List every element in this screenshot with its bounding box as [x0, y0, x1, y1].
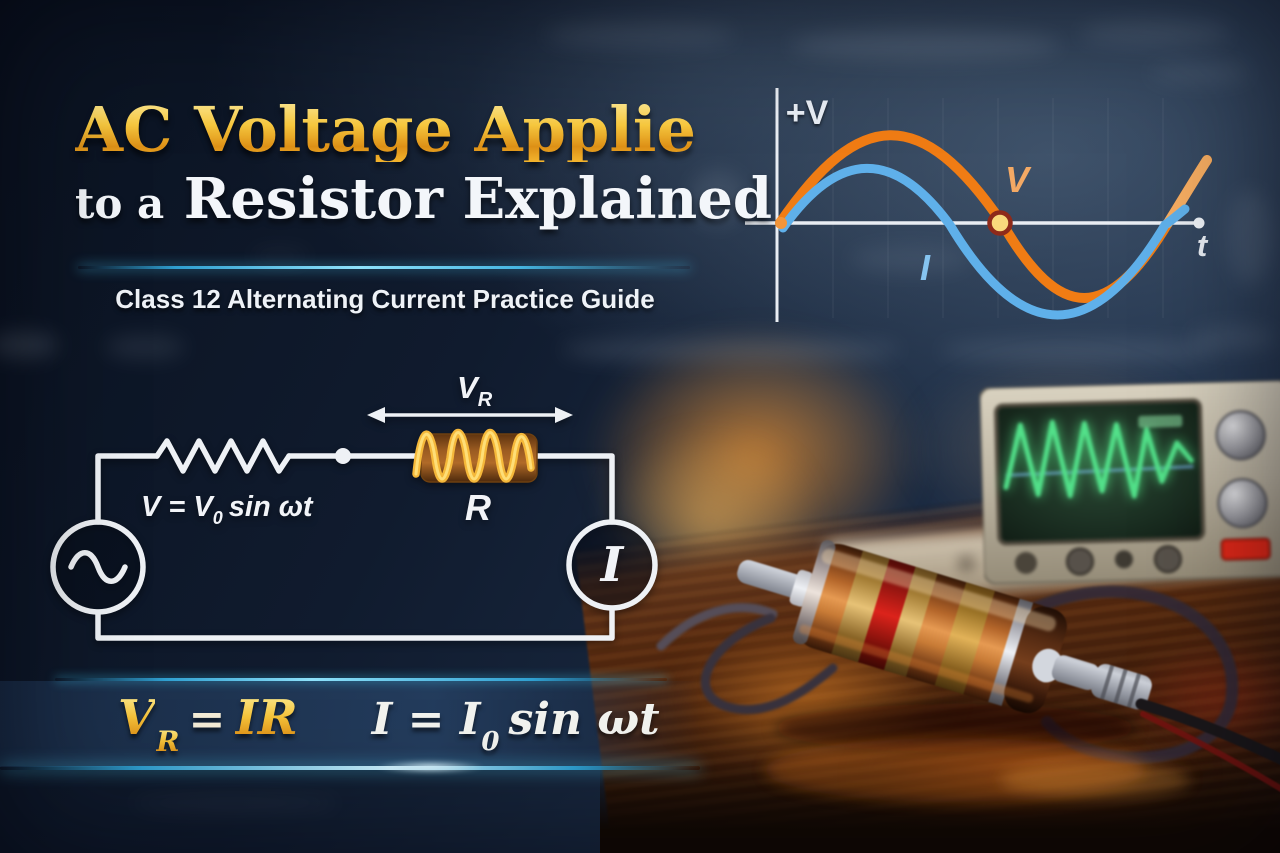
label-plus-v: +V — [786, 94, 829, 132]
resistor-zigzag-symbol — [154, 438, 292, 474]
resistor-shadow — [775, 704, 1135, 752]
scope-baseline-trace — [1005, 465, 1194, 477]
label-v: V — [1005, 159, 1032, 200]
current-meter — [566, 519, 658, 611]
connector-ridge — [1113, 669, 1128, 704]
resistor-lead-right — [1051, 655, 1100, 691]
resistor-ring-silver — [988, 598, 1034, 706]
vr-arrowhead-right — [555, 407, 573, 423]
panel-glow-line-bottom — [0, 766, 700, 770]
specular-highlight — [821, 548, 1056, 632]
chalk-smudge — [850, 245, 970, 273]
chalk-smudge — [1190, 326, 1276, 350]
oscilloscope — [978, 379, 1280, 592]
resistor-label: R — [465, 487, 491, 528]
current-curve — [778, 163, 1190, 320]
oscilloscope-power-button — [1220, 537, 1271, 561]
chalk-smudge — [1228, 190, 1272, 285]
oscilloscope-knob-small — [1153, 545, 1182, 574]
wire-black — [1135, 698, 1280, 765]
wire-top-left — [95, 453, 160, 525]
chalk-smudge — [105, 335, 185, 359]
oscilloscope-knob-small — [1014, 551, 1037, 574]
formula-panel — [0, 681, 700, 767]
resistor-body — [737, 540, 1152, 714]
panel-glow-line-top — [55, 678, 667, 681]
label-t: t — [1197, 228, 1209, 263]
subtitle: Class 12 Alternating Current Practice Gu… — [115, 284, 655, 314]
connector-ridge — [1100, 664, 1115, 700]
wire-red — [1140, 711, 1280, 792]
vr-arrowhead-left — [367, 407, 385, 423]
title-block: AC Voltage Applied to a Resistor Explain… — [75, 93, 772, 229]
wire — [700, 613, 838, 715]
wire — [656, 603, 778, 651]
resistor-lead-left — [737, 559, 807, 599]
waveform-graph: +V t V I — [745, 88, 1212, 322]
axis-end-dot — [1193, 217, 1205, 229]
junction-dot — [335, 448, 351, 464]
chalk-smudge — [790, 30, 1060, 60]
scope-readout-blur — [1138, 414, 1183, 428]
chalk-smudge — [1150, 62, 1250, 84]
circuit-wires — [95, 438, 615, 641]
chalk-smudge — [0, 332, 58, 358]
resistor-reflection — [1000, 762, 1190, 798]
resistor-band-tan — [831, 550, 890, 663]
chalk-smudge — [250, 248, 310, 264]
lead-collar — [789, 569, 813, 607]
vr-label: VR — [457, 370, 493, 411]
resistor-band-tan — [883, 566, 938, 677]
title-line1: AC Voltage Applied — [75, 93, 740, 166]
chalk-smudge — [940, 340, 1220, 362]
wire-bottom — [95, 605, 615, 641]
resistor-ring-silver — [792, 540, 836, 645]
title-line2-small: to a — [75, 179, 165, 229]
oscilloscope-graphic — [978, 379, 1280, 585]
voltage-curve-fade — [1163, 155, 1212, 228]
rim-light — [799, 624, 1034, 703]
title-line2: to a Resistor Explained — [75, 170, 772, 229]
wire-top-right — [286, 453, 615, 525]
oscilloscope-knob-small — [1114, 550, 1133, 569]
resistor-band-red — [858, 558, 916, 671]
oscilloscope-knob — [1215, 410, 1266, 461]
phase-marker-dot — [987, 210, 1013, 236]
chalk-smudge — [130, 795, 340, 811]
panel-flare — [375, 760, 485, 774]
oscilloscope-knob — [1217, 478, 1268, 529]
chalk-smudge — [545, 22, 735, 48]
resistor-photo — [655, 518, 1280, 853]
oscilloscope-trace — [1003, 419, 1194, 499]
oscilloscope-knob-small — [1065, 547, 1094, 576]
label-i: I — [920, 247, 931, 288]
chalk-smudge — [690, 170, 745, 225]
chalk-smudge — [1080, 20, 1230, 46]
resistor-photo-graphic — [656, 540, 1280, 802]
ac-sine-icon — [68, 550, 128, 584]
title-divider — [78, 266, 690, 269]
title-line2-main: Resistor Explained — [164, 166, 773, 233]
current-meter-label: I — [599, 537, 625, 593]
formula-vr-ir: VR=IR — [118, 690, 298, 758]
origin-dot — [775, 217, 787, 229]
resistor-coil-highlight — [414, 431, 533, 481]
connector-ridge — [1126, 673, 1141, 708]
